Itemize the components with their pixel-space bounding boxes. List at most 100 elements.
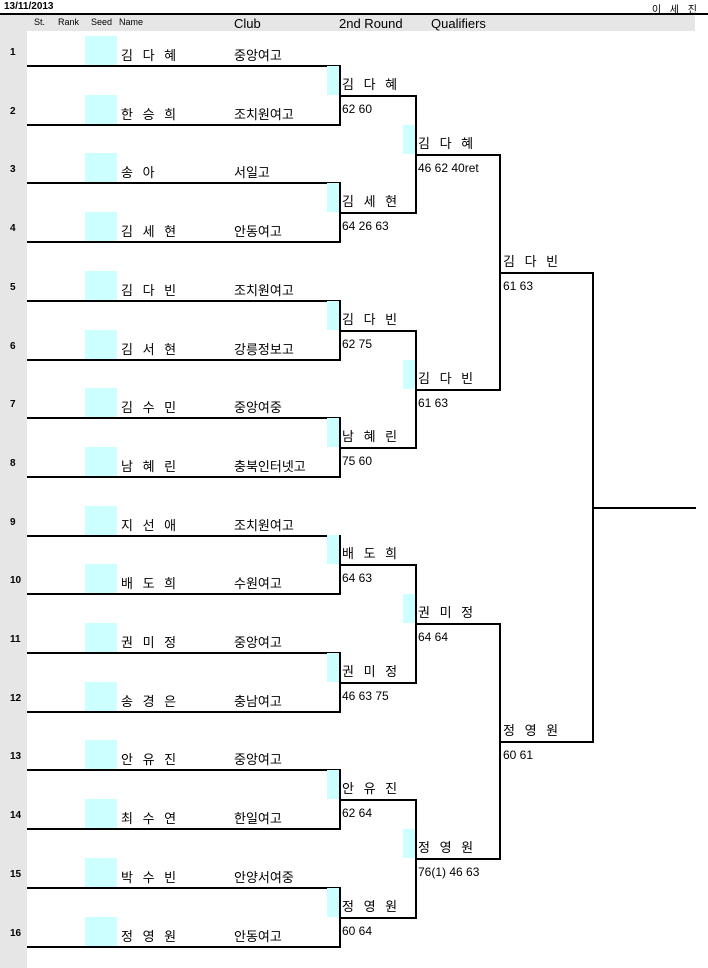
player-line [27, 417, 341, 419]
player-number: 1 [10, 47, 16, 58]
highlight-cell [403, 594, 415, 623]
highlight-cell [327, 770, 339, 799]
round2-winner-name: 정 영 원 [342, 899, 401, 914]
qualifier-score: 61 63 [503, 279, 534, 293]
winner-line [339, 212, 417, 214]
player-club: 조치원여고 [234, 107, 294, 122]
round2-winner-name: 김 세 현 [342, 194, 401, 209]
round3-winner-name: 김 다 빈 [418, 371, 477, 386]
player-number: 7 [10, 399, 16, 410]
highlight-cell [403, 360, 415, 389]
round2-winner-name: 배 도 희 [342, 546, 401, 561]
player-line [27, 887, 341, 889]
player-number: 13 [10, 751, 22, 762]
player-line [27, 652, 341, 654]
player-name: 송 경 은 [121, 694, 180, 709]
winner-line [339, 682, 417, 684]
player-club: 안양서여중 [234, 870, 294, 885]
player-number: 3 [10, 164, 16, 175]
header-seed: Seed [91, 17, 113, 27]
highlight-cell [327, 653, 339, 682]
highlight-cell [327, 301, 339, 330]
round2-winner-name: 김 다 혜 [342, 77, 401, 92]
seed-cell [85, 740, 117, 769]
round2-score: 60 64 [342, 924, 373, 938]
header-name: Name [119, 17, 144, 27]
player-number: 14 [10, 810, 22, 821]
player-club: 충북인터넷고 [234, 459, 306, 474]
winner-line [339, 564, 417, 566]
highlight-cell [327, 418, 339, 447]
player-club: 중앙여중 [234, 400, 282, 415]
player-line [27, 593, 341, 595]
player-name: 권 미 정 [121, 635, 180, 650]
highlight-cell [403, 829, 415, 858]
author-label: 이 세 진 [651, 5, 700, 16]
seed-cell [85, 388, 117, 417]
player-line [27, 65, 341, 67]
round2-score: 64 26 63 [342, 219, 389, 233]
qualifier-score: 60 61 [503, 748, 534, 762]
player-line [27, 241, 341, 243]
player-number: 6 [10, 341, 16, 352]
column-header-bar [0, 15, 695, 31]
player-line [27, 476, 341, 478]
header-qualifiers: Qualifiers [431, 16, 486, 31]
round2-winner-name: 권 미 정 [342, 664, 401, 679]
round3-winner-name: 정 영 원 [418, 840, 477, 855]
seed-cell [85, 858, 117, 887]
winner-line [339, 917, 417, 919]
player-name: 정 영 원 [121, 929, 180, 944]
round3-score: 46 62 40ret [418, 161, 479, 175]
round2-score: 64 63 [342, 571, 373, 585]
final-line [592, 507, 696, 509]
round3-winner-name: 김 다 혜 [418, 136, 477, 151]
round3-score: 61 63 [418, 396, 449, 410]
player-name: 김 다 빈 [121, 283, 180, 298]
header-rank: Rank [58, 17, 80, 27]
player-number: 5 [10, 282, 16, 293]
date-label: 13/11/2013 [4, 1, 54, 12]
player-name: 박 수 빈 [121, 870, 180, 885]
player-club: 안동여고 [234, 929, 282, 944]
round3-score: 64 64 [418, 630, 449, 644]
seed-cell [85, 95, 117, 124]
player-name: 김 세 현 [121, 224, 180, 239]
player-line [27, 535, 341, 537]
highlight-cell [403, 125, 415, 154]
highlight-cell [327, 535, 339, 564]
player-number: 9 [10, 517, 16, 528]
seed-cell [85, 271, 117, 300]
player-club: 충남여고 [234, 694, 282, 709]
player-name: 안 유 진 [121, 752, 180, 767]
player-number: 12 [10, 693, 22, 704]
round2-score: 62 60 [342, 102, 373, 116]
player-number: 2 [10, 106, 16, 117]
seed-cell [85, 447, 117, 476]
player-name: 한 승 희 [121, 107, 180, 122]
player-club: 중앙여고 [234, 752, 282, 767]
round2-score: 75 60 [342, 454, 373, 468]
player-number: 8 [10, 458, 16, 469]
player-line [27, 300, 341, 302]
player-club: 서일고 [234, 165, 270, 180]
row-number-column [0, 31, 27, 968]
player-number: 16 [10, 928, 22, 939]
player-name: 김 수 민 [121, 400, 180, 415]
qualifier-name: 정 영 원 [503, 723, 562, 738]
player-line [27, 182, 341, 184]
seed-cell [85, 564, 117, 593]
winner-line [415, 623, 501, 625]
player-number: 4 [10, 223, 16, 234]
player-line [27, 769, 341, 771]
player-line [27, 124, 341, 126]
player-line [27, 828, 341, 830]
header-st: St. [34, 17, 46, 27]
round2-score: 62 75 [342, 337, 373, 351]
player-name: 남 혜 린 [121, 459, 180, 474]
player-name: 지 선 애 [121, 518, 180, 533]
player-club: 안동여고 [234, 224, 282, 239]
player-name: 배 도 희 [121, 576, 180, 591]
seed-cell [85, 212, 117, 241]
seed-cell [85, 506, 117, 535]
